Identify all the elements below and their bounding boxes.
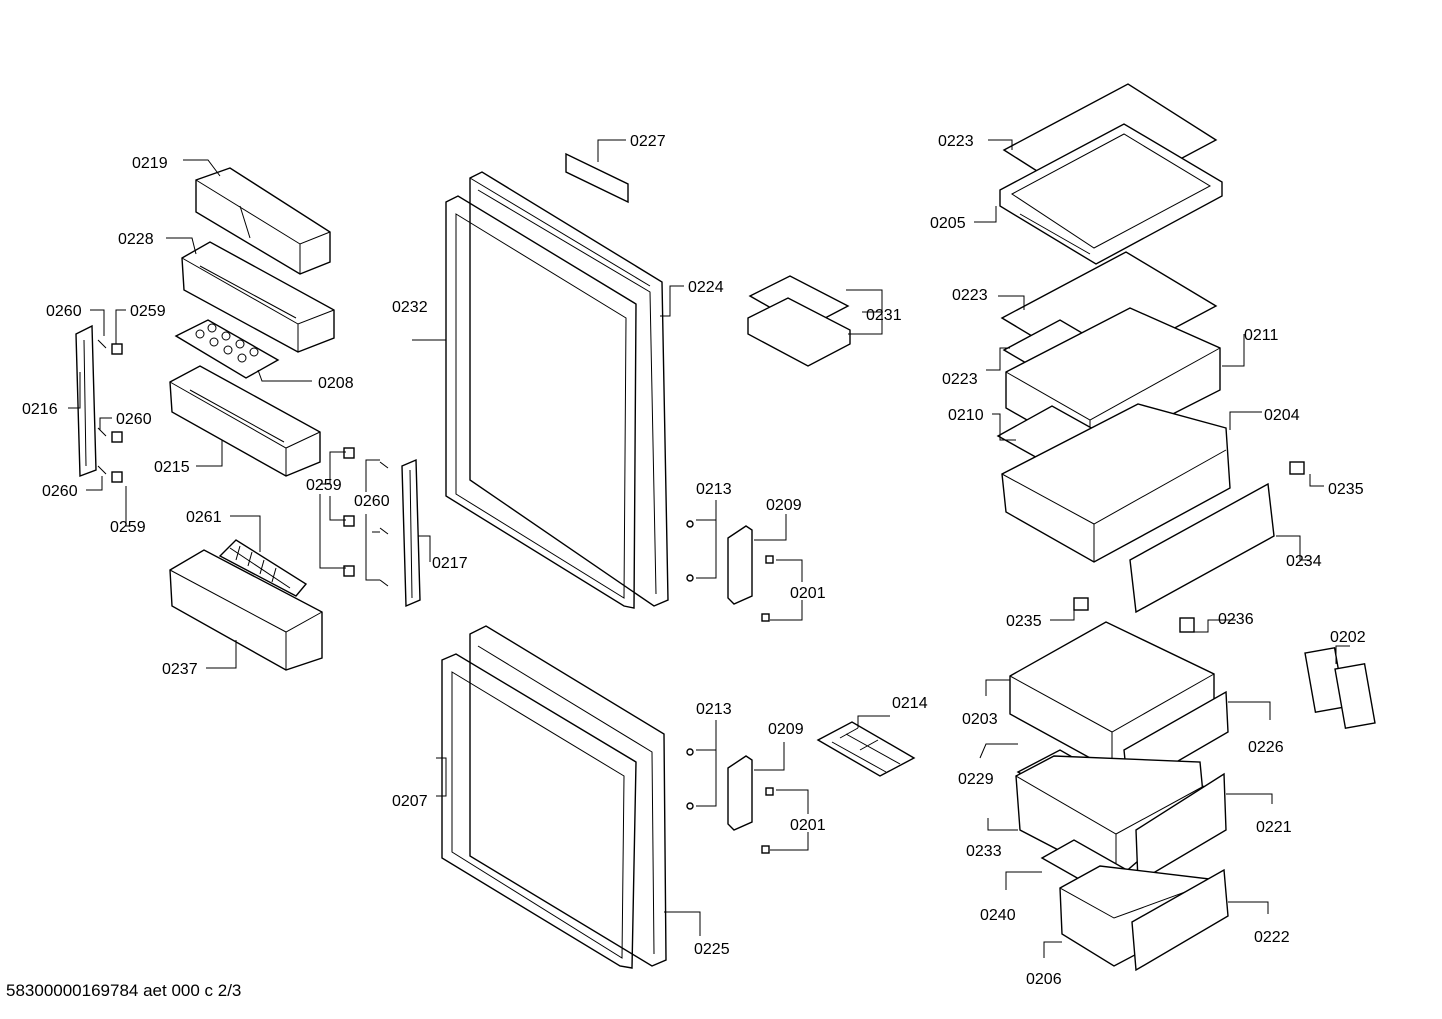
part-0228-door-shelf <box>181 241 335 353</box>
leader-lines <box>68 139 1350 958</box>
label-0235: 0235 <box>1328 481 1364 498</box>
label-0209: 0209 <box>766 497 802 514</box>
label-0201: 0201 <box>790 817 826 834</box>
label-0233: 0233 <box>966 843 1002 860</box>
label-0202: 0202 <box>1330 629 1366 646</box>
label-0207: 0207 <box>392 793 428 810</box>
label-0221: 0221 <box>1256 819 1292 836</box>
part-0209-handle-lower <box>727 755 753 831</box>
part-0201-caps-upper <box>761 555 774 622</box>
document-id: 58300000169784 aet 000 c 2/3 <box>6 981 242 1000</box>
label-0217: 0217 <box>432 555 468 572</box>
label-0231: 0231 <box>866 307 902 324</box>
part-0235-brackets <box>1073 461 1305 611</box>
part-0259-0260-clips-left <box>97 339 123 483</box>
part-0205-shelf-frame <box>999 123 1223 265</box>
part-0217-side-rail <box>401 458 421 608</box>
label-0259: 0259 <box>130 303 166 320</box>
part-0231-tray <box>747 275 851 367</box>
label-0223: 0223 <box>952 287 988 304</box>
part-0224-fridge-door <box>469 171 669 607</box>
label-0205: 0205 <box>930 215 966 232</box>
label-0223: 0223 <box>942 371 978 388</box>
label-0228: 0228 <box>118 231 154 248</box>
part-0213-screws-upper <box>686 520 694 582</box>
part-labels: 0219 0228 0260 0259 0216 0208 0260 0215 … <box>22 133 1366 988</box>
label-0213: 0213 <box>696 481 732 498</box>
label-0235: 0235 <box>1006 613 1042 630</box>
part-0236-bracket <box>1179 617 1195 633</box>
label-0219: 0219 <box>132 155 168 172</box>
part-0221-drawer-front <box>1135 772 1227 884</box>
part-0204-crisper <box>1001 403 1231 563</box>
label-0208: 0208 <box>318 375 354 392</box>
label-0236: 0236 <box>1218 611 1254 628</box>
label-0240: 0240 <box>980 907 1016 924</box>
label-0223: 0223 <box>938 133 974 150</box>
label-0260: 0260 <box>354 493 390 510</box>
label-0222: 0222 <box>1254 929 1290 946</box>
part-0207-freezer-door-seal <box>441 653 637 969</box>
part-0202-cold-packs <box>1304 647 1376 729</box>
label-0229: 0229 <box>958 771 994 788</box>
label-0211: 0211 <box>1244 327 1279 344</box>
label-0260: 0260 <box>42 483 78 500</box>
label-0259: 0259 <box>306 477 342 494</box>
label-0201: 0201 <box>790 585 826 602</box>
part-0209-handle-upper <box>727 525 753 605</box>
label-0204: 0204 <box>1264 407 1300 424</box>
part-0222-drawer-front <box>1131 868 1229 972</box>
label-0206: 0206 <box>1026 971 1062 988</box>
part-0216-side-rail <box>75 324 97 477</box>
label-0237: 0237 <box>162 661 198 678</box>
part-0208-egg-tray <box>174 319 280 379</box>
label-0203: 0203 <box>962 711 998 728</box>
label-0234: 0234 <box>1286 553 1322 570</box>
part-0201-caps-lower <box>761 787 774 854</box>
label-0227: 0227 <box>630 133 666 150</box>
label-0259: 0259 <box>110 519 146 536</box>
part-0227-label <box>565 152 629 204</box>
label-0209: 0209 <box>768 721 804 738</box>
part-0219-butter-compartment <box>195 167 331 275</box>
label-0225: 0225 <box>694 941 730 958</box>
label-0261: 0261 <box>186 509 222 526</box>
label-0260: 0260 <box>46 303 82 320</box>
label-0215: 0215 <box>154 459 190 476</box>
label-0224: 0224 <box>688 279 724 296</box>
part-0237-bottle-shelf <box>169 549 323 671</box>
part-0225-freezer-door <box>469 625 667 967</box>
label-0226: 0226 <box>1248 739 1284 756</box>
label-0213: 0213 <box>696 701 732 718</box>
label-0232: 0232 <box>392 299 428 316</box>
label-0214: 0214 <box>892 695 928 712</box>
label-0260: 0260 <box>116 411 152 428</box>
part-0213-screws-lower <box>686 748 694 810</box>
label-0210: 0210 <box>948 407 984 424</box>
part-0215-door-shelf <box>169 365 321 477</box>
part-0259-0260-clips-center <box>343 447 389 587</box>
part-0234-drawer-front <box>1129 482 1275 614</box>
part-0214-ice-tray <box>816 721 916 777</box>
part-0232-fridge-door-seal <box>445 195 637 609</box>
part-0261-bottle-retainer <box>218 539 308 597</box>
label-0216: 0216 <box>22 401 58 418</box>
